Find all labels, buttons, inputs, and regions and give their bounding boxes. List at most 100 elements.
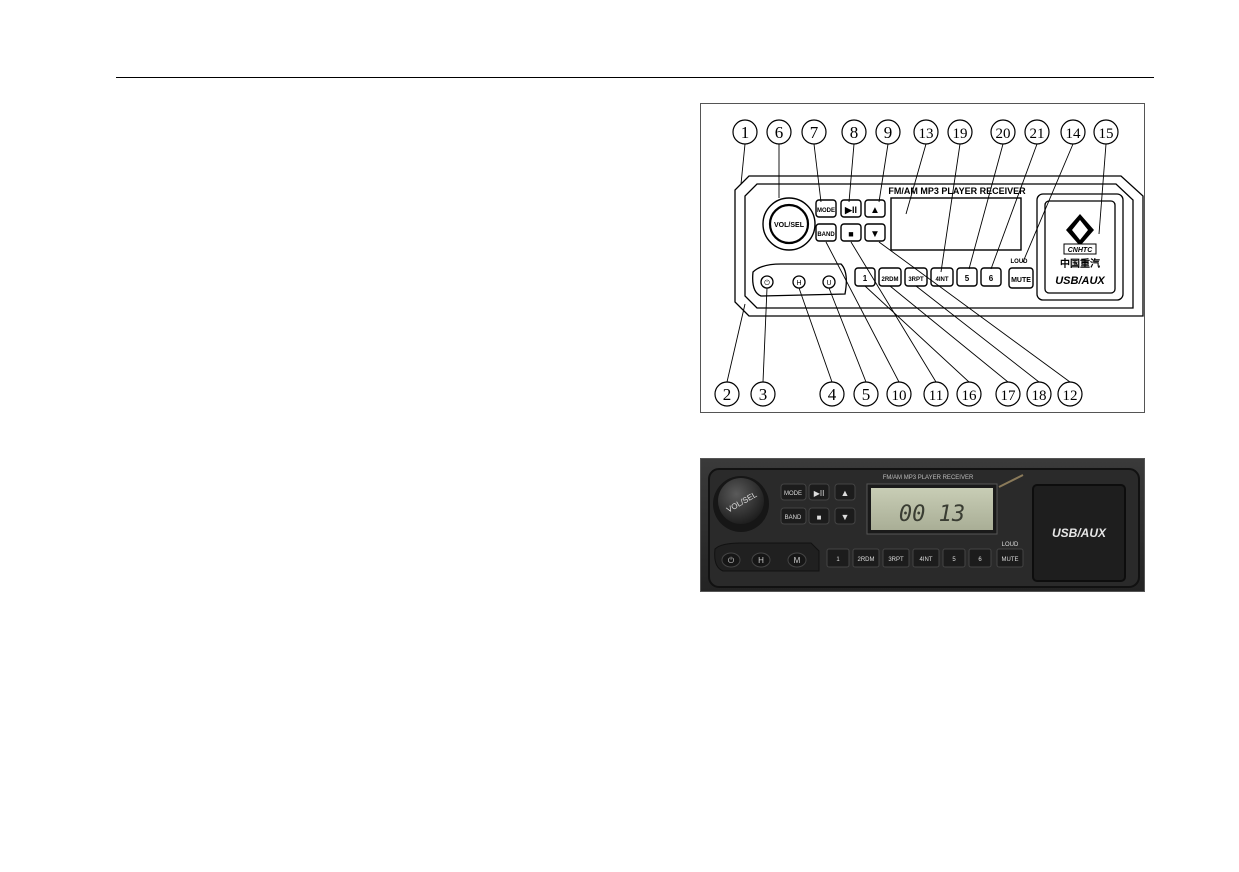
radio-diagram: 1 6 7 8 9 13 19 20 21 14 15 2 3 4 5 10 1… (714, 119, 1144, 407)
u-button-label: U (826, 280, 831, 287)
photo-preset-4-label: 4INT (919, 557, 932, 563)
svg-text:13: 13 (919, 126, 934, 142)
callout-20: 20 (990, 119, 1016, 145)
photo-up-arrow-icon: ▲ (841, 488, 850, 498)
svg-text:14: 14 (1066, 126, 1082, 142)
radio-diagram-figure: 1 6 7 8 9 13 19 20 21 14 15 2 3 4 5 10 1… (700, 103, 1145, 413)
usb-aux-label: USB/AUX (1055, 275, 1105, 287)
leader-lines (726, 143, 1107, 383)
svg-text:8: 8 (850, 123, 859, 142)
svg-text:21: 21 (1030, 126, 1045, 142)
svg-text:7: 7 (810, 123, 819, 142)
callout-16: 16 (956, 381, 982, 407)
svg-text:VOL/SEL: VOL/SEL (774, 222, 805, 229)
photo-volume-knob: VOL/SEL (713, 476, 769, 532)
faceplate-outline (734, 175, 1144, 317)
band-label: BAND (817, 232, 835, 238)
photo-mode-label: MODE (784, 491, 802, 497)
preset-4-label: 4INT (935, 277, 948, 283)
cnhtc-logo: CNHTC 中国重汽 USB/AUX (1055, 214, 1105, 287)
callout-8: 8 (841, 119, 867, 145)
callout-18: 18 (1026, 381, 1052, 407)
svg-text:10: 10 (892, 388, 907, 404)
callout-10: 10 (886, 381, 912, 407)
mode-label: MODE (817, 208, 835, 214)
stop-icon: ■ (848, 229, 853, 239)
photo-preset-6-label: 6 (978, 557, 982, 563)
radio-photo: VOL/SEL MODE BAND ▶II ■ ▲ ▼ FM/AM MP3 PL… (701, 459, 1144, 591)
preset-2-label: 2RDM (881, 277, 898, 283)
callout-1: 1 (732, 119, 758, 145)
photo-play-pause-icon: ▶II (814, 489, 825, 498)
photo-preset-1-label: 1 (836, 557, 840, 563)
callout-21: 21 (1024, 119, 1050, 145)
panel-title: FM/AM MP3 PLAYER RECEIVER (888, 186, 1026, 196)
svg-text:18: 18 (1032, 388, 1047, 404)
callout-15: 15 (1093, 119, 1119, 145)
photo-mute-label: MUTE (1002, 557, 1019, 563)
logo-chinese-text: 中国重汽 (1060, 257, 1100, 270)
svg-text:16: 16 (962, 388, 978, 404)
power-icon: ⏻ (764, 279, 770, 287)
up-arrow-icon: ▲ (870, 205, 880, 216)
preset-6-label: 6 (989, 274, 994, 283)
play-pause-icon: ▶II (844, 205, 857, 215)
photo-usb-door (1032, 484, 1126, 582)
photo-h-button-label: H (758, 556, 764, 565)
loud-label: LOUD (1011, 259, 1029, 265)
svg-text:3: 3 (759, 385, 768, 404)
svg-text:20: 20 (996, 126, 1011, 142)
callout-19: 19 (947, 119, 973, 145)
callouts-bottom: 2 3 4 5 10 11 16 17 18 12 (714, 381, 1083, 407)
mute-label: MUTE (1011, 277, 1031, 284)
down-arrow-icon: ▼ (870, 229, 880, 240)
svg-text:9: 9 (884, 123, 893, 142)
photo-lcd (871, 488, 993, 530)
display-window (890, 197, 1022, 251)
callout-3: 3 (750, 381, 776, 407)
photo-display-value: 00 13 (899, 502, 965, 527)
header-rule (116, 77, 1154, 78)
callout-17: 17 (995, 381, 1021, 407)
svg-text:15: 15 (1099, 126, 1114, 142)
preset-3-label: 3RPT (908, 277, 924, 283)
photo-band-label: BAND (785, 515, 802, 521)
photo-usb-aux-label: USB/AUX (1052, 526, 1107, 540)
photo-panel-title: FM/AM MP3 PLAYER RECEIVER (883, 475, 974, 481)
svg-text:1: 1 (741, 123, 750, 142)
preset-1-label: 1 (863, 274, 868, 283)
control-buttons (815, 199, 886, 242)
photo-down-arrow-icon: ▼ (841, 512, 850, 522)
h-button-label: H (796, 280, 801, 287)
photo-preset-buttons (826, 548, 1024, 568)
svg-text:11: 11 (929, 388, 943, 404)
photo-control-buttons (780, 483, 856, 525)
callouts-top: 1 6 7 8 9 13 19 20 21 14 15 (732, 119, 1119, 145)
callout-14: 14 (1060, 119, 1086, 145)
callout-13: 13 (913, 119, 939, 145)
callout-4: 4 (819, 381, 845, 407)
callout-5: 5 (853, 381, 879, 407)
photo-power-icon: ⏻ (728, 556, 735, 565)
callout-7: 7 (801, 119, 827, 145)
callout-6: 6 (766, 119, 792, 145)
photo-preset-3-label: 3RPT (888, 557, 904, 563)
callout-2: 2 (714, 381, 740, 407)
photo-loud-label: LOUD (1002, 542, 1019, 548)
preset-5-label: 5 (965, 274, 970, 283)
callout-9: 9 (875, 119, 901, 145)
photo-m-button-label: M (794, 556, 801, 565)
photo-stop-icon: ■ (817, 513, 822, 522)
svg-text:5: 5 (862, 385, 871, 404)
logo-brand-text: CNHTC (1068, 247, 1093, 254)
volume-knob: VOL/SEL (762, 197, 816, 251)
callout-12: 12 (1057, 381, 1083, 407)
svg-text:19: 19 (953, 126, 968, 142)
photo-preset-5-label: 5 (952, 557, 956, 563)
svg-text:2: 2 (723, 385, 732, 404)
radio-photo-figure: VOL/SEL MODE BAND ▶II ■ ▲ ▼ FM/AM MP3 PL… (700, 458, 1145, 592)
photo-preset-2-label: 2RDM (857, 557, 874, 563)
photo-small-buttons (714, 542, 820, 572)
svg-text:6: 6 (775, 123, 784, 142)
svg-text:12: 12 (1063, 388, 1078, 404)
